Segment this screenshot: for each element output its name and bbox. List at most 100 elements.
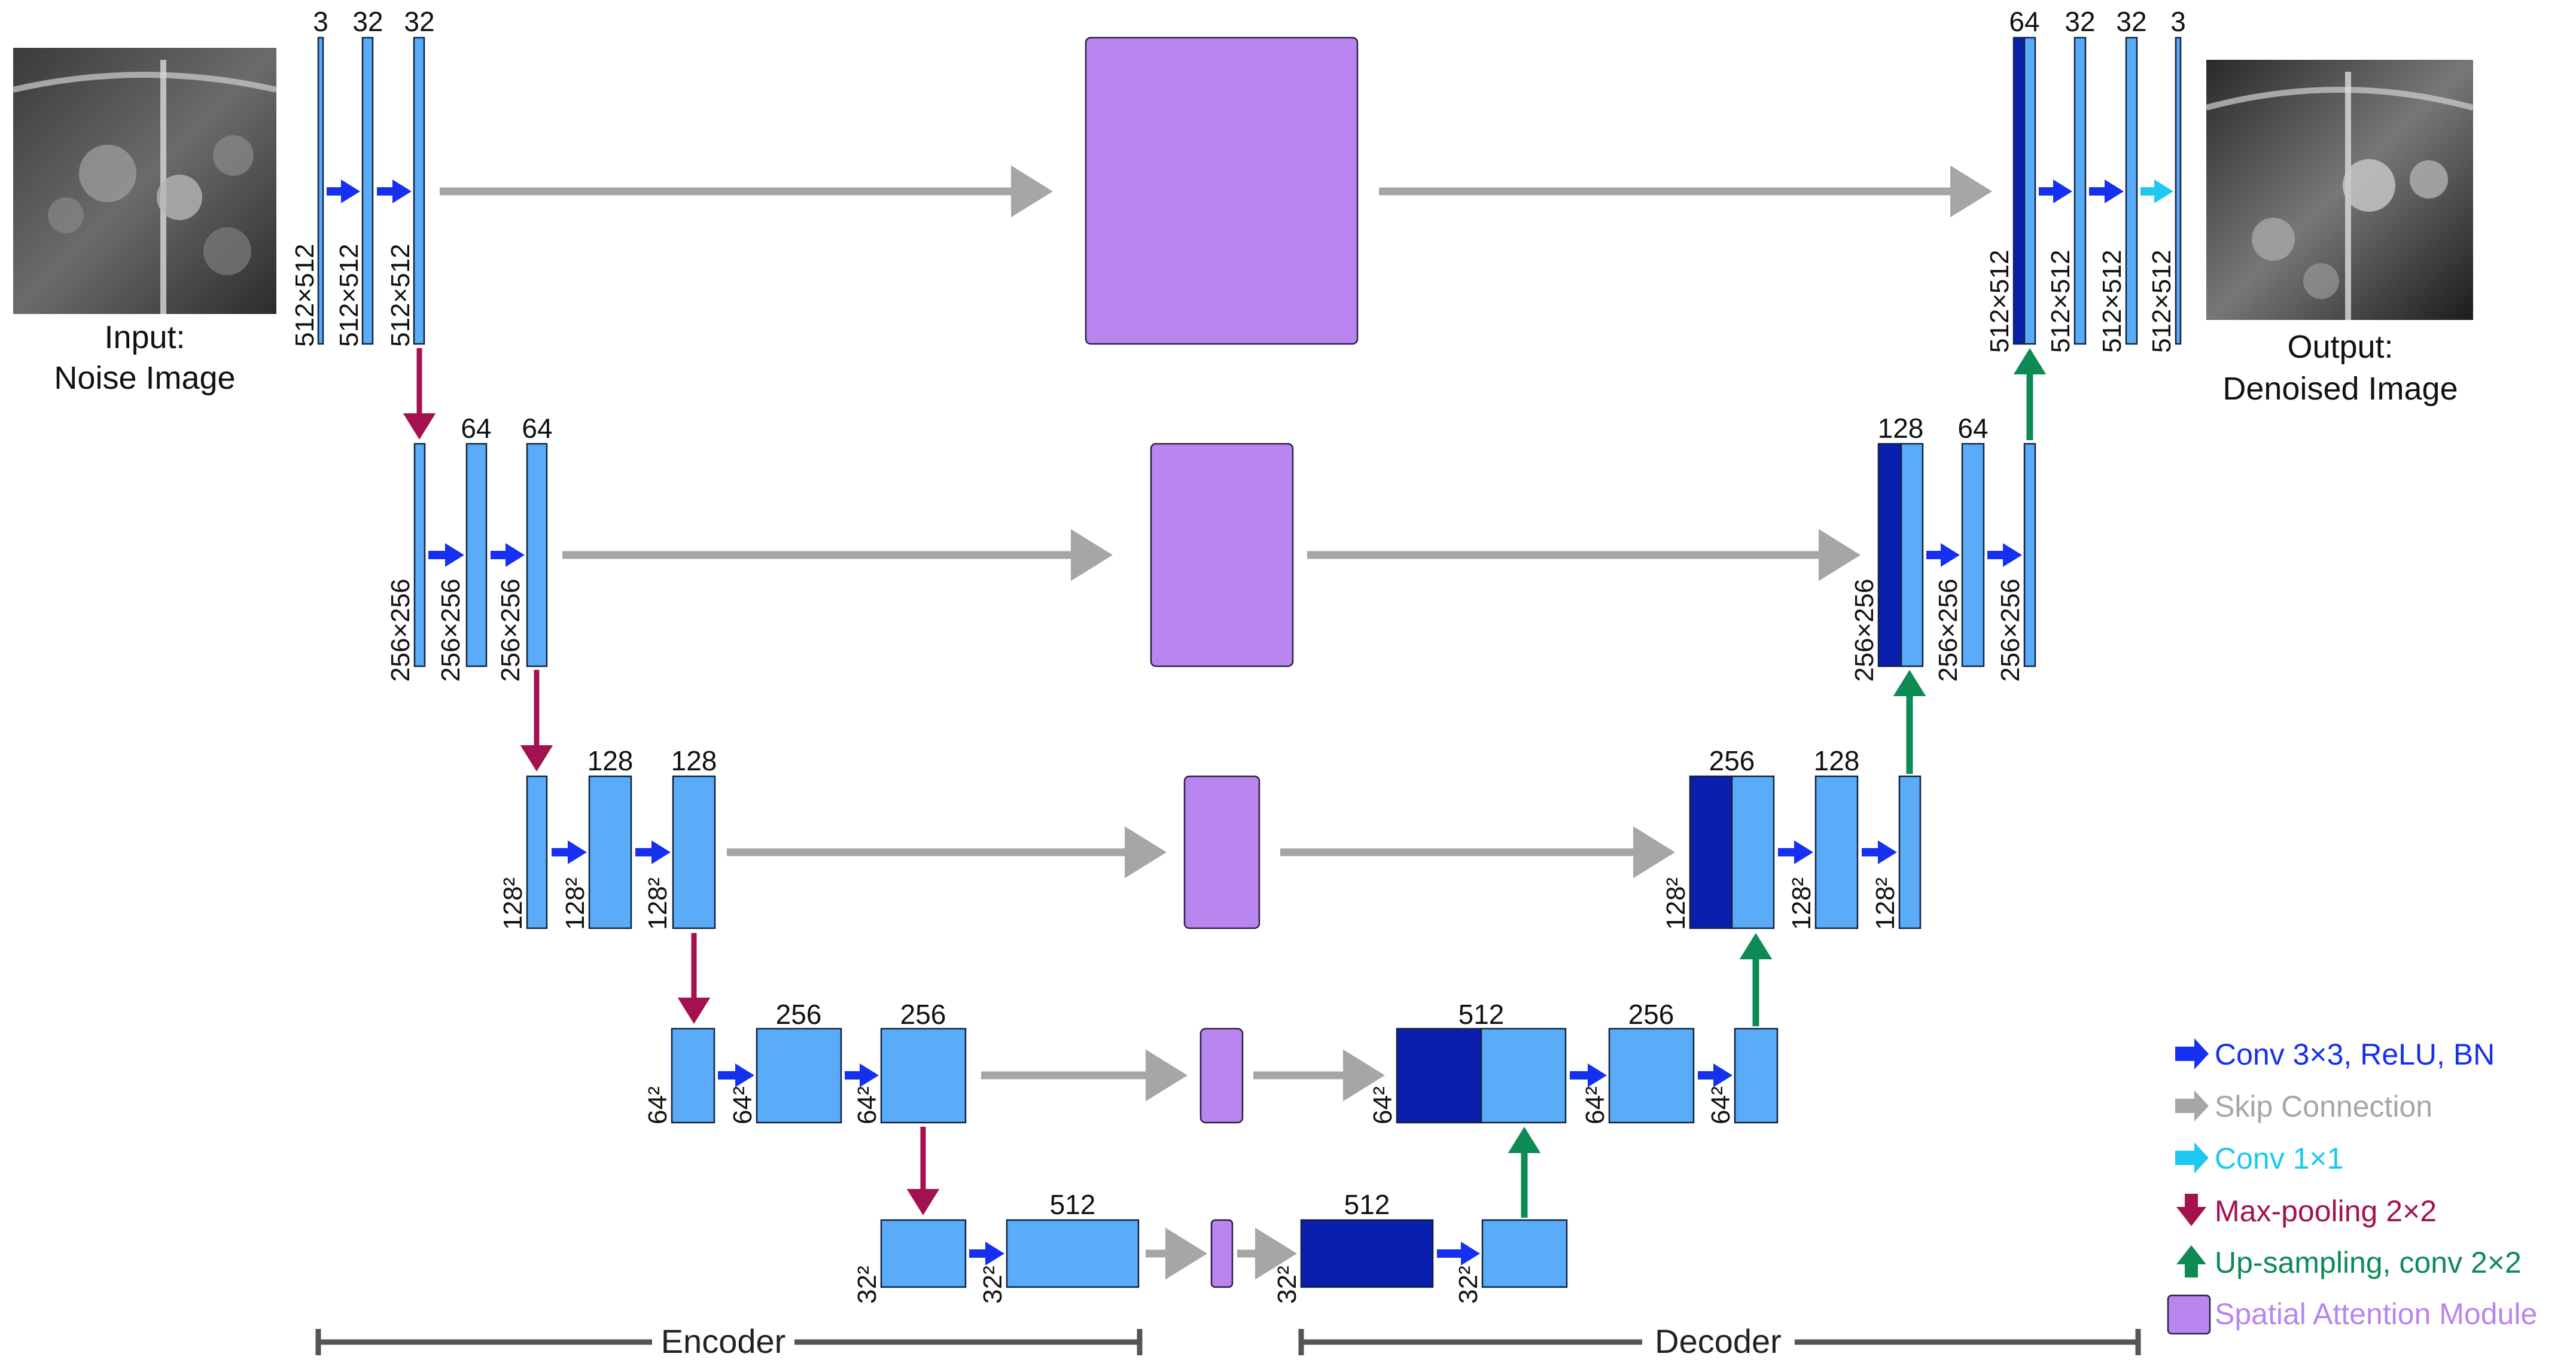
skip-arrow-l1-out (1379, 165, 1992, 218)
legend-conv-arrow-icon (2175, 1038, 2209, 1069)
conv1x1-arrow-dec-l1 (2140, 179, 2173, 203)
enc-l3-size-1: 128² (498, 877, 528, 930)
enc-l3-block-3 (672, 775, 716, 929)
legend-pool-arrow-icon (2176, 1194, 2206, 1226)
dec-l4-block-3 (1734, 1027, 1779, 1124)
dec-l3-ch-2: 128 (1814, 745, 1860, 776)
dec-l3-block-concat (1689, 775, 1733, 929)
conv-arrow-enc-l2-b (491, 543, 525, 567)
dec-l1-ch-1: 64 (2009, 6, 2039, 37)
dec-l3-ch-1: 256 (1709, 745, 1755, 776)
dec-l1-size-1: 512×512 (1985, 249, 2014, 353)
enc-l4-size-2: 64² (728, 1086, 757, 1124)
legend-conv-label: Conv 3×3, ReLU, BN (2215, 1038, 2495, 1071)
dec-l4-block-2 (1608, 1027, 1695, 1124)
dec-l3-block-3 (1898, 775, 1922, 929)
dec-l5-size-2: 32² (1454, 1266, 1483, 1304)
dec-l4-block-concat (1396, 1027, 1482, 1124)
enc-l2-block-2 (465, 443, 488, 667)
enc-l4-block-2 (756, 1027, 842, 1124)
conv-arrow-enc-l1-a (327, 179, 360, 203)
input-caption-line1: Input: (104, 319, 185, 355)
dec-l4-ch-2: 256 (1628, 999, 1674, 1030)
skip-arrow-l4-out (1253, 1049, 1385, 1102)
spatial-attention-module-l5 (1210, 1219, 1234, 1288)
output-image (2205, 60, 2474, 320)
dec-l1-block-3 (2125, 36, 2138, 345)
enc-l3-block-2 (588, 775, 632, 929)
conv-arrow-dec-l2-a (1926, 543, 1960, 567)
conv-arrow-dec-l1-b (2089, 179, 2124, 203)
dec-l1-ch-4: 3 (2170, 6, 2186, 37)
conv-arrow-dec-l3-b (1862, 840, 1897, 864)
arrow-layer (327, 165, 2173, 1280)
conv-arrow-dec-l3-a (1778, 840, 1813, 864)
pool-arrow-l1-l2 (403, 348, 436, 440)
dec-l5-block-2 (1481, 1219, 1568, 1288)
spatial-attention-module-l1 (1085, 36, 1359, 345)
dec-l1-block-4 (2175, 36, 2182, 345)
skip-arrow-l4-in (981, 1049, 1187, 1102)
enc-l5-size-1: 32² (852, 1266, 882, 1304)
enc-l4-size-1: 64² (643, 1086, 672, 1124)
skip-arrow-l5-in (1146, 1227, 1207, 1280)
spatial-attention-module-l2 (1150, 443, 1294, 667)
dec-l5-block-1 (1300, 1219, 1434, 1288)
enc-l1-size-3: 512×512 (386, 243, 415, 347)
conv-arrow-dec-l4-b (1698, 1063, 1732, 1087)
dec-l4-size-3: 64² (1706, 1086, 1735, 1124)
dec-l2-ch-1: 128 (1878, 413, 1924, 444)
enc-l5-block-1 (880, 1219, 967, 1288)
conv-arrow-enc-l1-b (377, 179, 412, 203)
dec-l1-block-2 (2073, 36, 2087, 345)
encoder-bracket (315, 1329, 1143, 1355)
enc-l4-size-3: 64² (852, 1086, 882, 1124)
dec-l4-block-up (1480, 1027, 1567, 1124)
dec-l2-block-up (1900, 443, 1924, 667)
dec-l1-block-up (2023, 36, 2036, 345)
enc-l3-ch-2: 128 (671, 745, 717, 776)
enc-l5-block-2 (1006, 1219, 1140, 1288)
conv-arrow-enc-l5-a (969, 1242, 1004, 1266)
legend-conv1x1-label: Conv 1×1 (2215, 1142, 2343, 1175)
dec-l1-ch-3: 32 (2116, 6, 2146, 37)
enc-l1-block-2 (361, 36, 374, 345)
conv-arrow-dec-l1-a (2039, 179, 2072, 203)
dec-l3-block-2 (1814, 775, 1859, 929)
input-image (12, 48, 278, 314)
dec-l4-size-1: 64² (1368, 1086, 1397, 1124)
skip-arrow-l3-in (727, 826, 1167, 879)
enc-l3-block-1 (526, 775, 548, 929)
spatial-attention-module-l4 (1199, 1027, 1244, 1124)
dec-l2-ch-2: 64 (1957, 413, 1988, 444)
legend-attention-swatch-icon (2167, 1294, 2211, 1335)
dec-l3-size-2: 128² (1787, 877, 1816, 930)
conv-arrow-dec-l4-a (1570, 1063, 1607, 1087)
conv-arrow-enc-l2-a (428, 543, 464, 567)
conv-arrow-enc-l4-a (718, 1063, 754, 1087)
enc-l1-size-2: 512×512 (334, 243, 364, 347)
up-arrow-l3-l2 (1893, 670, 1926, 774)
decoder-bracket (1298, 1329, 2141, 1355)
dec-l1-ch-2: 32 (2065, 6, 2095, 37)
legend-skip-arrow-icon (2175, 1090, 2209, 1121)
dec-l4-ch-1: 512 (1458, 999, 1505, 1030)
enc-l2-ch-1: 64 (461, 413, 491, 444)
enc-l4-ch-2: 256 (900, 999, 946, 1030)
skip-arrow-l1-in (440, 165, 1053, 218)
spatial-attention-module-l3 (1183, 775, 1260, 929)
enc-l2-block-3 (526, 443, 548, 667)
conv-arrow-enc-l3-b (635, 840, 671, 864)
enc-l4-block-3 (880, 1027, 967, 1124)
conv-arrow-dec-l2-b (1987, 543, 2022, 567)
enc-l1-ch-1: 3 (313, 6, 328, 37)
enc-l1-ch-2: 32 (352, 6, 383, 37)
pool-arrow-l3-l4 (677, 933, 711, 1024)
dec-l4-size-2: 64² (1581, 1086, 1610, 1124)
dec-l5-size-1: 32² (1272, 1266, 1302, 1304)
enc-l3-size-2: 128² (561, 877, 590, 930)
legend-attention-label: Spatial Attention Module (2215, 1297, 2537, 1331)
dec-l1-block-concat (2012, 36, 2026, 345)
enc-l1-block-3 (413, 36, 425, 345)
